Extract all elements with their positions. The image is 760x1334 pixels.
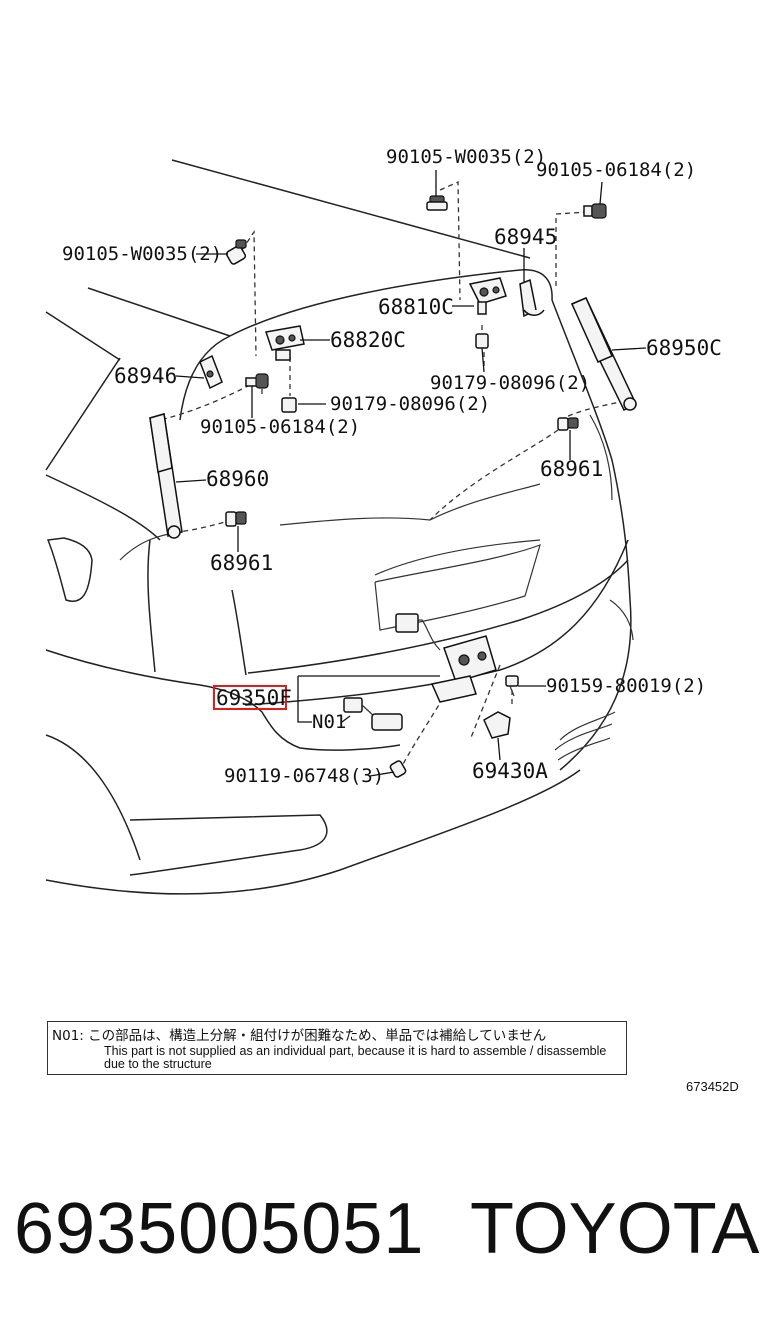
illustration-id: 673452D [686, 1079, 739, 1094]
hinge-icon [468, 277, 507, 315]
striker-icon [483, 711, 511, 739]
brand-name: TOYOTA [470, 1189, 760, 1269]
label-68945: 68945 [494, 225, 557, 249]
screw-icon [505, 675, 519, 697]
gas-strut-right-icon [570, 297, 637, 412]
connector-icon [343, 697, 403, 731]
part-number: 6935005051 [14, 1189, 425, 1269]
part-labels: 90105-W0035(2) 90105-06184(2) 90105-W003… [62, 146, 722, 787]
label-90119-06748: 90119-06748(3) [224, 765, 384, 787]
label-90179-08096-left: 90179-08096(2) [330, 393, 490, 415]
gas-strut-left-icon [149, 413, 183, 539]
label-n01: N01 [312, 711, 346, 733]
label-69430a: 69430A [472, 759, 548, 783]
label-90105-06184-left: 90105-06184(2) [200, 416, 360, 438]
note-english: This part is not supplied as an individu… [104, 1044, 607, 1071]
ball-stud-icon [225, 511, 247, 527]
note-japanese: N01: この部品は、構造上分解・組付けが困難なため、単品では補給していません [52, 1028, 547, 1044]
bolt-icon [583, 203, 607, 219]
highlight-box [213, 685, 287, 710]
hinge-icon [265, 325, 305, 361]
stay-bracket-icon [199, 354, 223, 390]
label-69350f[interactable]: 69350F [216, 686, 292, 710]
label-68950c: 68950C [646, 336, 722, 360]
label-68961-left: 68961 [210, 551, 273, 575]
label-90159-80019: 90159-80019(2) [546, 675, 706, 697]
label-90105-06184-top: 90105-06184(2) [536, 159, 696, 181]
bolt-icon [245, 373, 269, 389]
label-68820c: 68820C [330, 328, 406, 352]
note-box: N01: この部品は、構造上分解・組付けが困難なため、単品では補給していません … [47, 1021, 627, 1075]
lock-assembly-icon [395, 613, 497, 703]
label-90179-08096-right: 90179-08096(2) [430, 372, 590, 394]
label-68960: 68960 [206, 467, 269, 491]
nut-icon [475, 333, 489, 349]
bolt-icon [426, 195, 448, 211]
label-90105-w0035-top: 90105-W0035(2) [386, 146, 546, 168]
label-68946: 68946 [114, 364, 177, 388]
label-68810c: 68810C [378, 295, 454, 319]
label-90105-w0035-left: 90105-W0035(2) [62, 243, 222, 265]
label-68961-right: 68961 [540, 457, 603, 481]
nut-icon [281, 397, 297, 413]
bolt-icon [225, 239, 247, 265]
leader-lines [175, 170, 647, 777]
stay-bracket-icon [519, 278, 545, 318]
ball-stud-icon [557, 417, 579, 431]
